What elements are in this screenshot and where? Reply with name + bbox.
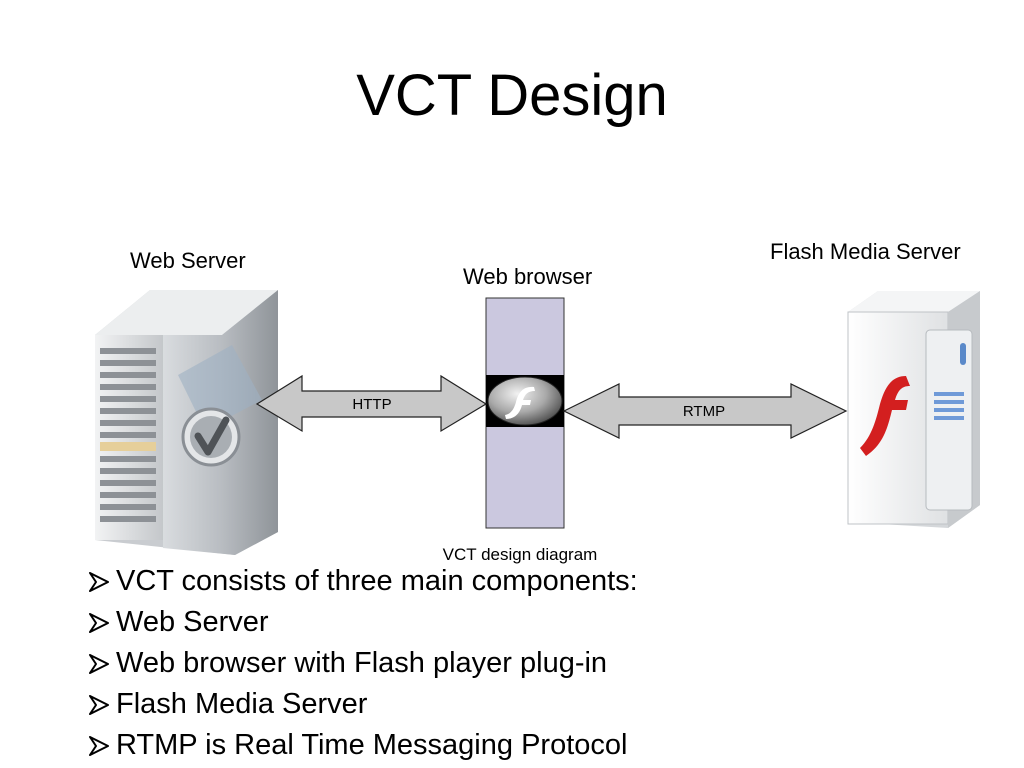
arrow-bullet-icon bbox=[88, 602, 116, 643]
diagram-caption: VCT design diagram bbox=[442, 545, 598, 564]
bullet-text: RTMP is Real Time Messaging Protocol bbox=[116, 729, 628, 761]
slide-title: VCT Design bbox=[356, 63, 668, 128]
bullet-item: VCT consists of three main components: bbox=[88, 561, 638, 602]
bullet-item: Web browser with Flash player plug-in bbox=[88, 643, 638, 684]
arrow-bullet-icon bbox=[88, 643, 116, 684]
bullet-text: VCT consists of three main components: bbox=[116, 565, 638, 597]
arrow-bullet-icon bbox=[88, 725, 116, 766]
bullet-item: Web Server bbox=[88, 602, 638, 643]
arrow-bullet-icon bbox=[88, 561, 116, 602]
web-server-label: Web Server bbox=[130, 248, 246, 273]
bullet-item: Flash Media Server bbox=[88, 684, 638, 725]
flash-media-server-label: Flash Media Server bbox=[770, 239, 961, 264]
bullet-list: VCT consists of three main components: W… bbox=[88, 561, 638, 766]
bullet-text: Web browser with Flash player plug-in bbox=[116, 647, 608, 679]
rtmp-label: RTMP bbox=[683, 403, 725, 420]
web-server-icon bbox=[95, 290, 278, 555]
arrow-bullet-icon bbox=[88, 684, 116, 725]
bullet-item: RTMP is Real Time Messaging Protocol bbox=[88, 725, 638, 766]
bullet-text: Web Server bbox=[116, 606, 269, 638]
bullet-text: Flash Media Server bbox=[116, 688, 368, 720]
vct-diagram: HTTP RTMP bbox=[95, 290, 980, 555]
flash-media-server-icon bbox=[847, 291, 980, 528]
flash-player-icon bbox=[487, 376, 563, 426]
http-label: HTTP bbox=[352, 396, 391, 413]
http-arrow bbox=[255, 374, 488, 433]
web-browser-label: Web browser bbox=[463, 264, 593, 289]
rtmp-arrow bbox=[562, 383, 848, 439]
